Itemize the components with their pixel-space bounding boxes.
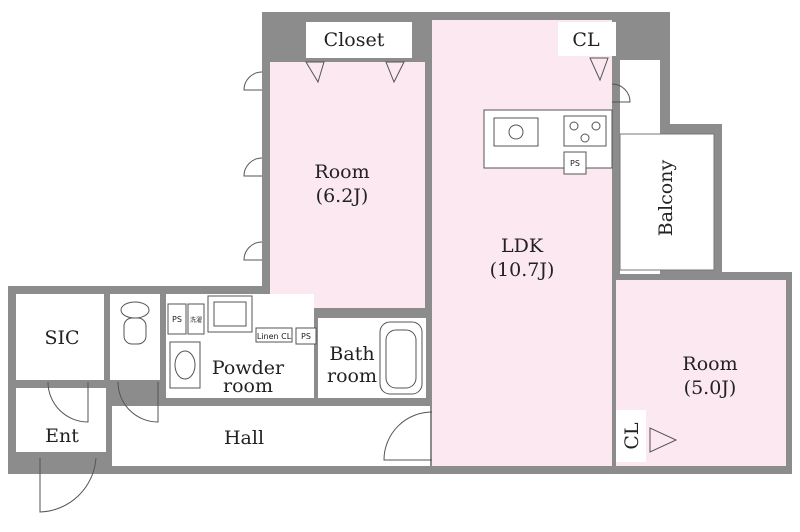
wash-label: 洗濯 <box>190 316 202 324</box>
sink-icon <box>493 117 539 147</box>
bath-label-2: room <box>327 365 377 387</box>
room-6j-floor <box>270 62 425 308</box>
ldk-floor <box>432 20 612 466</box>
closet-door-marks <box>305 57 678 453</box>
room-b-size-label: (5.0J) <box>684 377 737 399</box>
powder-label-2: room <box>223 375 273 397</box>
entrance-floor <box>16 388 106 452</box>
cl-right-floor <box>616 410 646 462</box>
cl-right-label: CL <box>621 422 643 450</box>
room-a-label: Room <box>314 161 369 183</box>
closet-label: Closet <box>324 29 385 51</box>
room-b-label: Room <box>682 353 737 375</box>
ps-kitchen-label: PS <box>570 159 580 168</box>
toilet-icon <box>120 301 150 345</box>
door-swings <box>39 71 631 513</box>
linen-cl-label: Linen CL <box>257 332 292 341</box>
ps-powder-box <box>167 303 187 335</box>
powder-label-1: Powder <box>212 357 285 379</box>
sic-floor <box>16 294 104 380</box>
balcony-label: Balcony <box>655 160 677 237</box>
toilet-floor <box>110 294 160 380</box>
ldk-label: LDK <box>501 235 544 257</box>
bath-label-1: Bath <box>329 343 374 365</box>
hall-floor <box>112 406 430 466</box>
sic-label: SIC <box>44 327 79 349</box>
wash-box <box>187 303 205 335</box>
ps-bath-box <box>295 327 317 345</box>
ent-label: Ent <box>45 425 79 447</box>
cl-top-floor <box>558 22 616 56</box>
washbasin-icon <box>169 341 201 389</box>
room-a-size-label: (6.2J) <box>316 185 369 207</box>
room-closet-floor <box>306 22 412 58</box>
cl-top-label: CL <box>572 29 600 51</box>
hall-label: Hall <box>224 427 264 449</box>
ldk-size-label: (10.7J) <box>490 259 555 281</box>
bathtub-icon <box>379 321 423 395</box>
balcony-inner <box>619 133 715 271</box>
linen-cl-box <box>255 327 293 343</box>
ps-powder-label: PS <box>172 315 182 324</box>
ps-bath-label: PS <box>301 332 311 341</box>
washing-machine-icon <box>207 295 253 333</box>
stove-icon <box>563 115 607 147</box>
ps-kitchen-box <box>563 151 587 175</box>
